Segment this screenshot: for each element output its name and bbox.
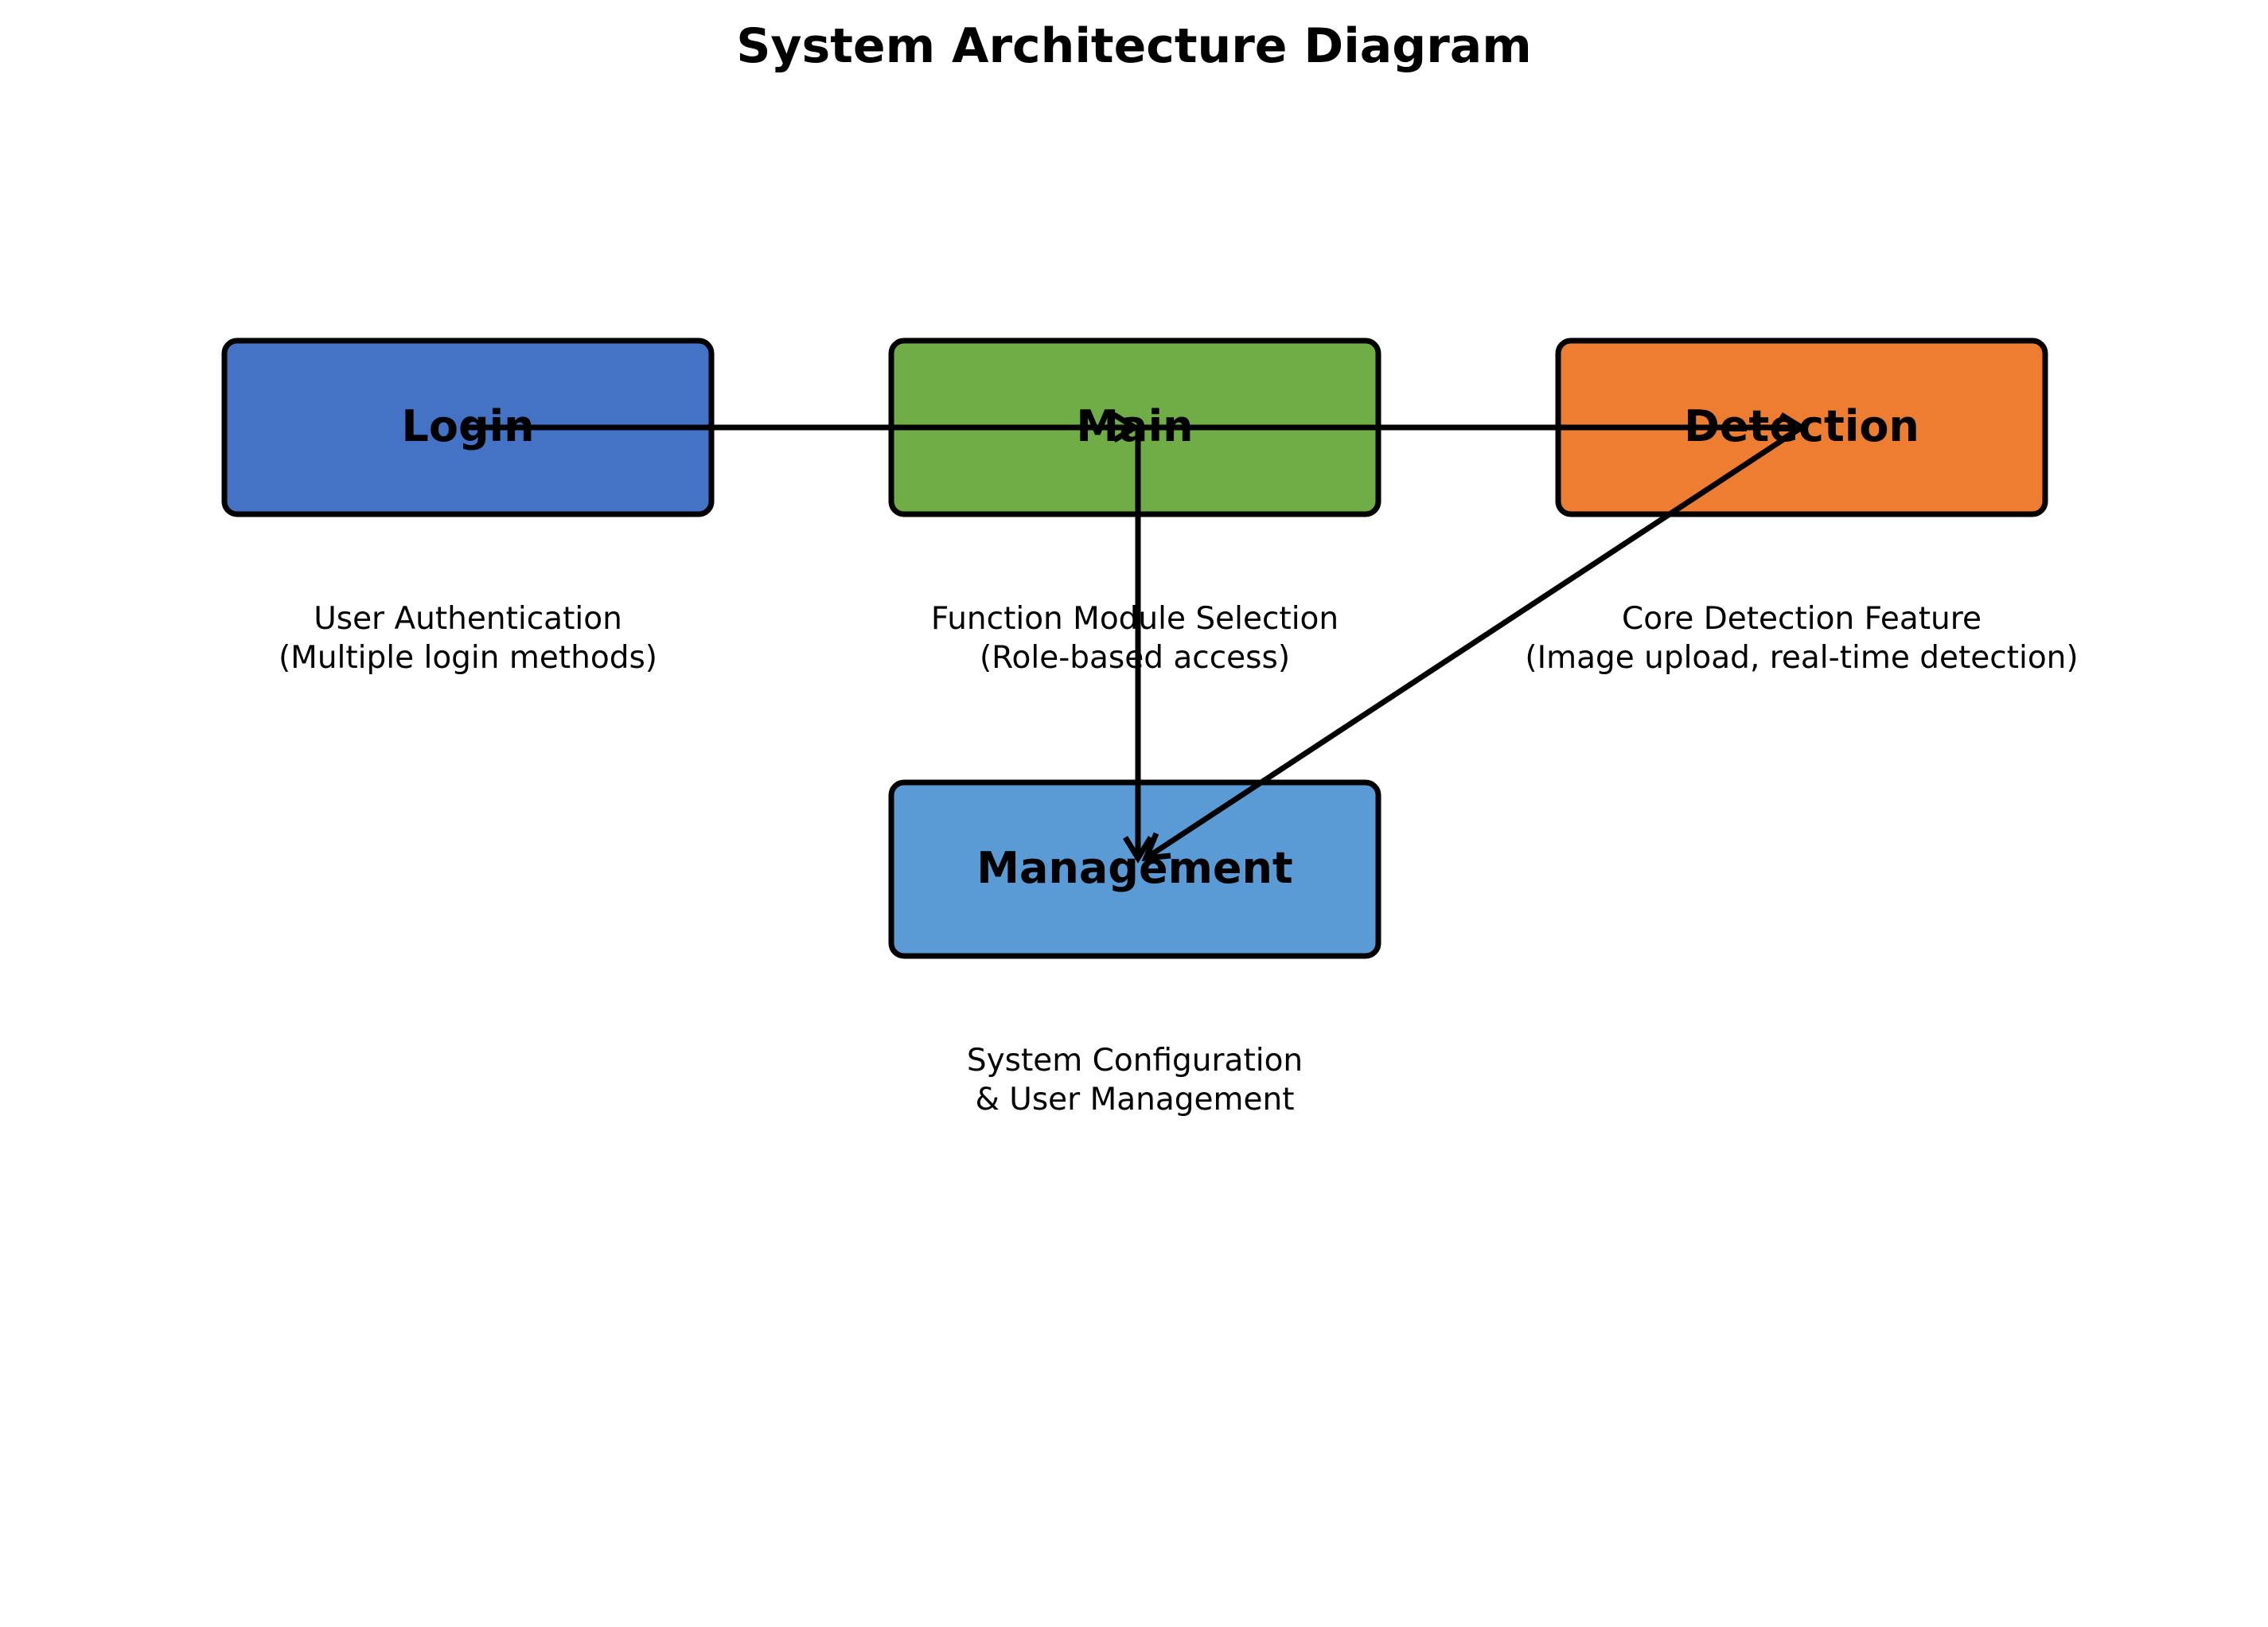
- arrowhead-management-from-main: [1123, 836, 1153, 864]
- edge-detection-to-management: [1144, 425, 1803, 860]
- arrowhead-management-from-detection: [1141, 832, 1171, 862]
- description-main: Function Module Selection (Role-based ac…: [931, 601, 1339, 676]
- diagram-title: System Architecture Diagram: [736, 18, 1532, 74]
- description-detection: Core Detection Feature (Image upload, re…: [1525, 601, 2078, 676]
- description-login-line-1: User Authentication: [314, 601, 622, 637]
- description-management: System Configuration & User Management: [967, 1043, 1303, 1118]
- description-login: User Authentication (Multiple login meth…: [279, 601, 657, 676]
- description-management-line-2: & User Management: [975, 1082, 1294, 1118]
- description-detection-line-1: Core Detection Feature: [1622, 601, 1982, 637]
- description-detection-line-2: (Image upload, real-time detection): [1525, 640, 2078, 676]
- description-management-line-1: System Configuration: [967, 1043, 1303, 1079]
- edges: [468, 412, 1807, 864]
- description-login-line-2: (Multiple login methods): [279, 640, 657, 676]
- description-main-line-2: (Role-based access): [980, 640, 1290, 676]
- node-management: Management: [888, 779, 1381, 959]
- node-management-box: [888, 779, 1381, 959]
- description-main-line-1: Function Module Selection: [931, 601, 1339, 637]
